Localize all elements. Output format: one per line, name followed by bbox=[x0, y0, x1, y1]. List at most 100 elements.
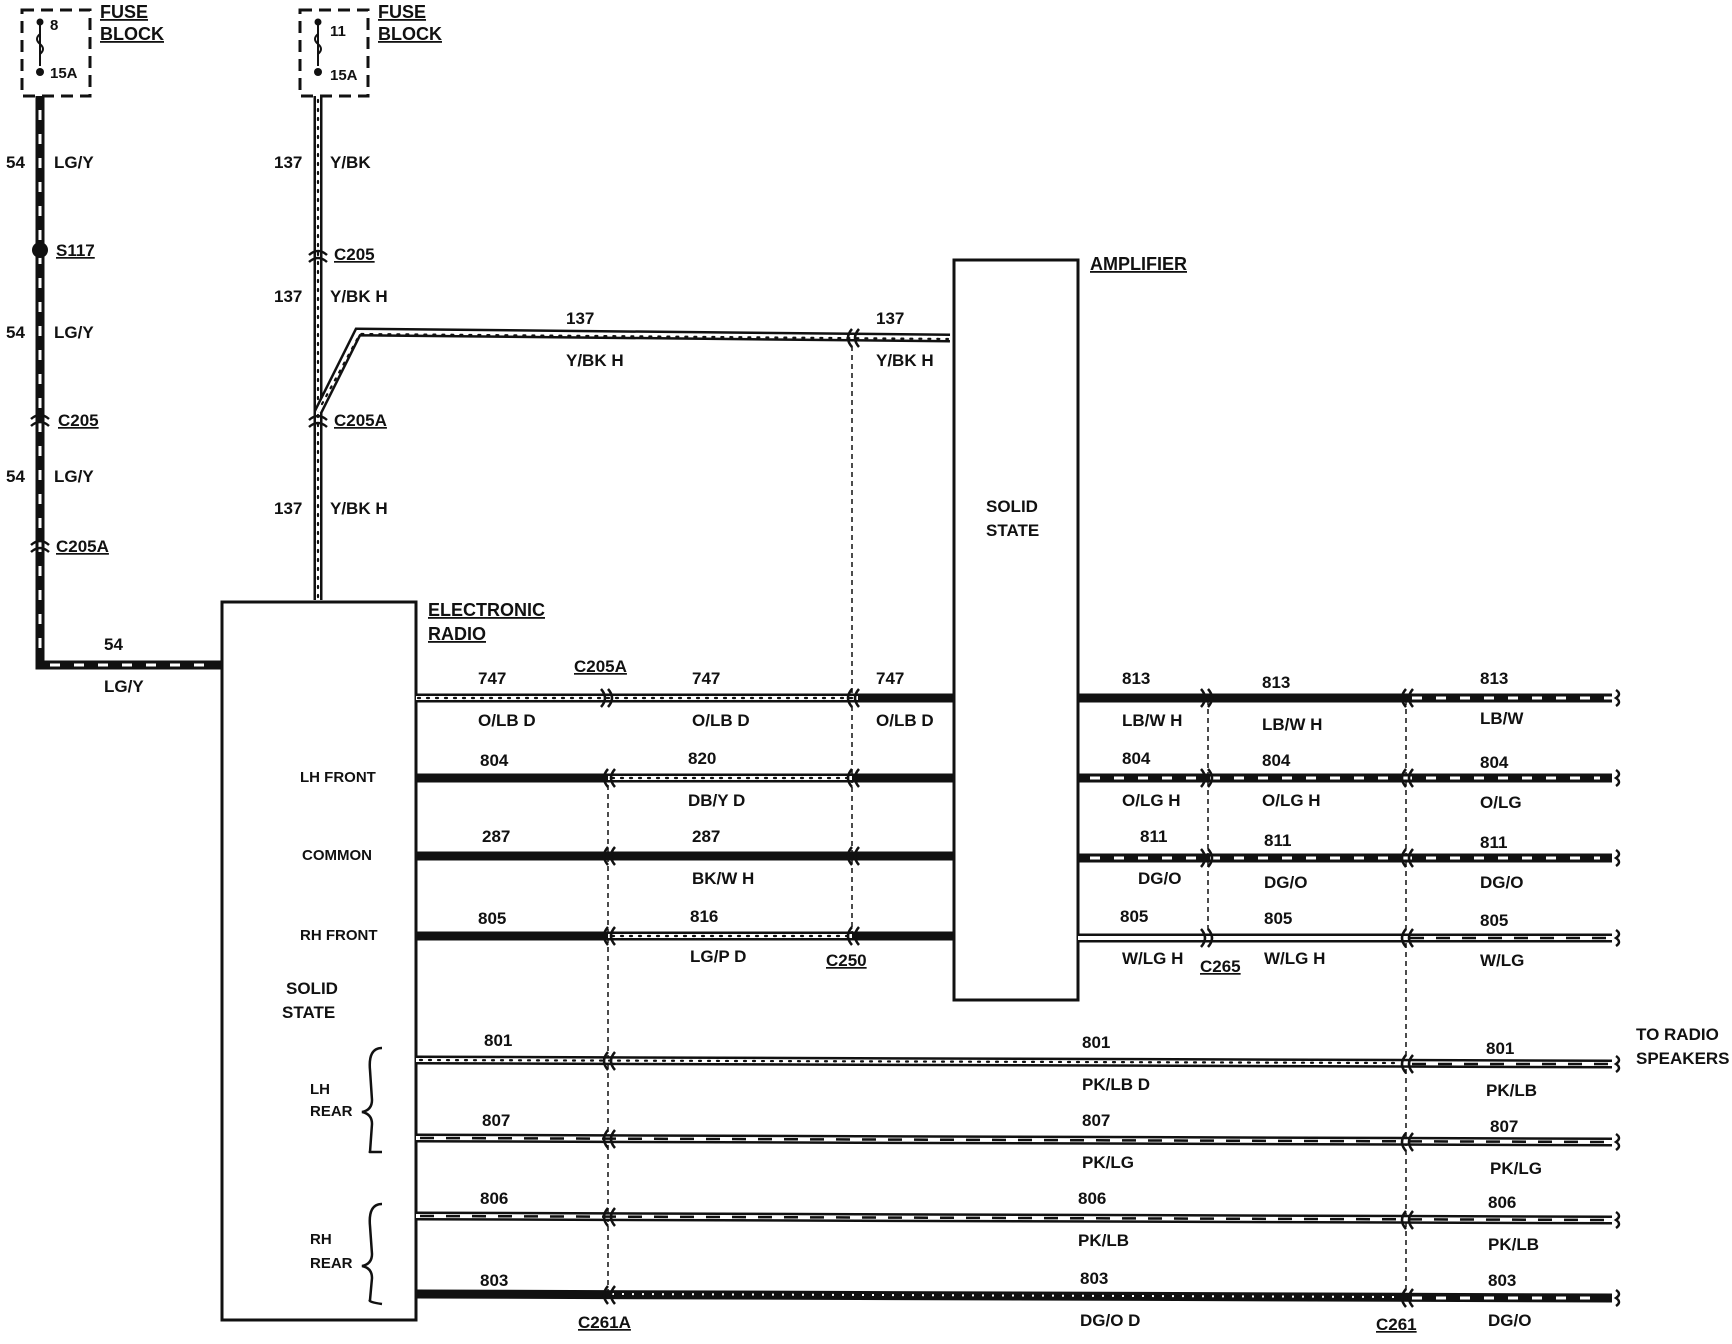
radio-title: ELECTRONIC bbox=[428, 600, 545, 620]
color-label: O/LB D bbox=[692, 711, 750, 730]
amplifier-label: SOLID bbox=[986, 497, 1038, 516]
fuse-icon bbox=[314, 33, 322, 55]
circuit-label: 806 bbox=[1078, 1189, 1106, 1208]
radio-pin-label: REAR bbox=[310, 1103, 353, 1120]
brace-icon bbox=[361, 1202, 383, 1306]
circuit-label: 813 bbox=[1480, 669, 1508, 688]
circuit-label: 805 bbox=[1120, 907, 1148, 926]
radio-pin-label: COMMON bbox=[302, 847, 372, 864]
circuit-label: 804 bbox=[1480, 753, 1509, 772]
color-label: Y/BK H bbox=[330, 499, 388, 518]
color-label: DG/O bbox=[1264, 873, 1307, 892]
amplifier-box bbox=[952, 258, 1080, 1002]
color-label: PK/LB bbox=[1488, 1235, 1539, 1254]
circuit-label: 54 bbox=[6, 323, 25, 342]
circuit-label: 806 bbox=[480, 1189, 508, 1208]
color-label: DG/O bbox=[1488, 1311, 1531, 1330]
circuit-label: 807 bbox=[482, 1111, 510, 1130]
circuit-label: 803 bbox=[1080, 1269, 1108, 1288]
circuit-label: 807 bbox=[1082, 1111, 1110, 1130]
circuit-label: 747 bbox=[478, 669, 506, 688]
color-label: O/LG H bbox=[1262, 791, 1321, 810]
wire-end-icon bbox=[1614, 768, 1621, 788]
amplifier-title: AMPLIFIER bbox=[1090, 254, 1187, 274]
wire-54-left-feed bbox=[35, 96, 222, 670]
circuit-label: 54 bbox=[6, 467, 25, 486]
color-label: LB/W bbox=[1480, 709, 1524, 728]
circuit-label: 54 bbox=[6, 153, 25, 172]
radio-pin-label: LH bbox=[310, 1081, 330, 1098]
wire-end-icon bbox=[1614, 848, 1621, 868]
circuit-label: 137 bbox=[876, 309, 904, 328]
circuit-label: 805 bbox=[478, 909, 506, 928]
color-label: DB/Y D bbox=[688, 791, 745, 810]
color-label: PK/LB bbox=[1078, 1231, 1129, 1250]
color-label: PK/LG bbox=[1082, 1153, 1134, 1172]
wire-807 bbox=[415, 1133, 1613, 1147]
color-label: Y/BK H bbox=[876, 351, 934, 370]
circuit-label: 804 bbox=[480, 751, 509, 770]
color-label: LB/W H bbox=[1262, 715, 1322, 734]
color-label: PK/LG bbox=[1490, 1159, 1542, 1178]
color-label: LG/Y bbox=[54, 323, 94, 342]
color-label: LG/Y bbox=[54, 467, 94, 486]
color-label: W/LG bbox=[1480, 951, 1524, 970]
color-label: LG/Y bbox=[54, 153, 94, 172]
color-label: BK/W H bbox=[692, 869, 754, 888]
color-label: Y/BK H bbox=[330, 287, 388, 306]
connector-label: C205 bbox=[58, 411, 99, 430]
fuse-rating: 15A bbox=[50, 65, 78, 82]
speakers-label: TO RADIO bbox=[1636, 1025, 1719, 1044]
circuit-label: 137 bbox=[274, 153, 302, 172]
circuit-label: 747 bbox=[876, 669, 904, 688]
circuit-label: 811 bbox=[1480, 833, 1507, 852]
wire-end-icon bbox=[1614, 688, 1621, 708]
color-label: DG/O bbox=[1480, 873, 1523, 892]
radio-box bbox=[220, 600, 418, 1322]
circuit-label: 801 bbox=[1486, 1039, 1514, 1058]
radio-label: STATE bbox=[282, 1003, 335, 1022]
connector-label: C265 bbox=[1200, 957, 1241, 976]
wire-end-icon bbox=[1614, 928, 1621, 948]
color-label: W/LG H bbox=[1122, 949, 1183, 968]
circuit-label: 820 bbox=[688, 749, 716, 768]
wire-end-icon bbox=[1614, 1054, 1621, 1074]
amplifier-label: STATE bbox=[986, 521, 1039, 540]
circuit-label: 137 bbox=[566, 309, 594, 328]
splice-label: S117 bbox=[56, 241, 95, 260]
color-label: O/LG bbox=[1480, 793, 1522, 812]
circuit-label: 811 bbox=[1264, 831, 1291, 850]
circuit-label: 807 bbox=[1490, 1117, 1518, 1136]
fuse-block-right: 11 15A FUSE BLOCK bbox=[298, 2, 442, 98]
fuse-rating: 15A bbox=[330, 67, 358, 84]
fuse-number: 11 bbox=[330, 23, 346, 40]
color-label: DG/O bbox=[1138, 869, 1181, 888]
connector-label: C205A bbox=[56, 537, 109, 556]
wire-806 bbox=[415, 1211, 1613, 1225]
fuse-block-title: FUSE bbox=[100, 2, 148, 22]
connector-label: C261A bbox=[578, 1313, 631, 1332]
connector-label: C205 bbox=[334, 245, 375, 264]
circuit-label: 805 bbox=[1480, 911, 1508, 930]
circuit-label: 137 bbox=[274, 287, 302, 306]
color-label: Y/BK H bbox=[566, 351, 624, 370]
circuit-label: 804 bbox=[1262, 751, 1291, 770]
radio-pin-label: RH bbox=[310, 1231, 332, 1248]
wire-803 bbox=[415, 1289, 1613, 1303]
splice-dot bbox=[32, 242, 48, 258]
circuit-label: 803 bbox=[1488, 1271, 1516, 1290]
circuit-label: 805 bbox=[1264, 909, 1292, 928]
connector-label: C205A bbox=[334, 411, 387, 430]
color-label: PK/LB bbox=[1486, 1081, 1537, 1100]
radio-pin-label: LH FRONT bbox=[300, 769, 376, 786]
circuit-label: 806 bbox=[1488, 1193, 1516, 1212]
connector-label: C205A bbox=[574, 657, 627, 676]
circuit-label: 813 bbox=[1122, 669, 1150, 688]
color-label: LG/P D bbox=[690, 947, 746, 966]
wire-137-right-feed bbox=[313, 96, 951, 600]
color-label: PK/LB D bbox=[1082, 1075, 1150, 1094]
radio-pin-label: REAR bbox=[310, 1255, 353, 1272]
circuit-label: 287 bbox=[482, 827, 510, 846]
circuit-label: 137 bbox=[274, 499, 302, 518]
